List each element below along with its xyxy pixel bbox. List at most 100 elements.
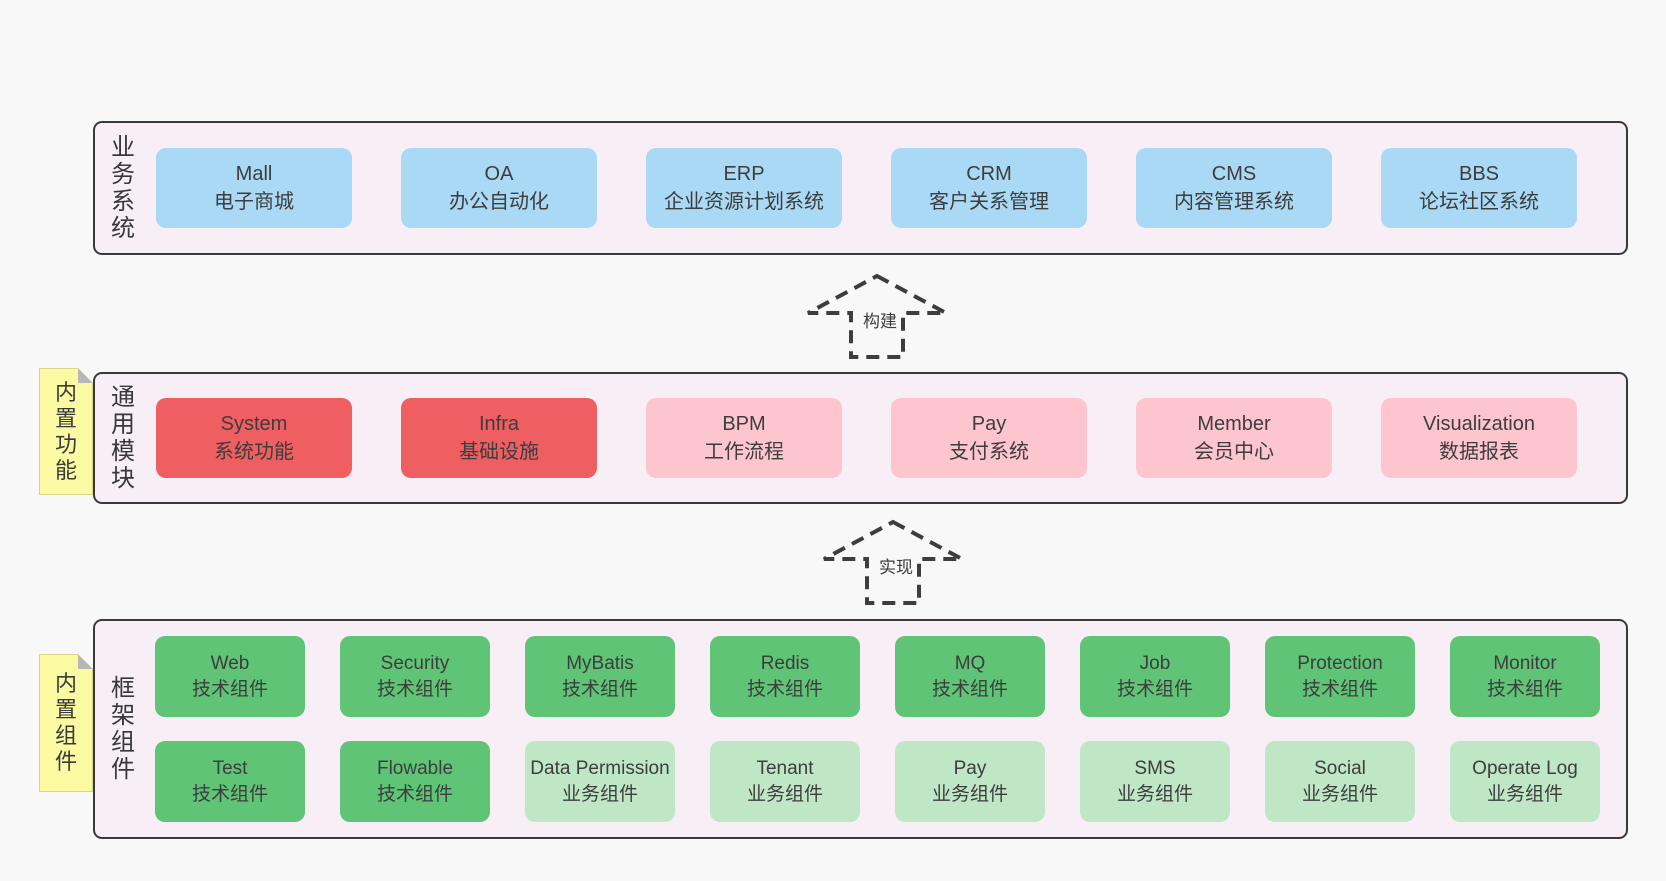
- band-boxes: System 系统功能 Infra 基础设施 BPM 工作流程 Pay 支付系统 Member 会…: [156, 374, 1626, 502]
- dashed-up-arrow-icon: [823, 519, 963, 605]
- module-subtitle: 业务组件: [561, 783, 638, 805]
- module-subtitle: 支付系统: [949, 441, 1029, 463]
- module-title: SMS: [1134, 757, 1176, 779]
- module-subtitle: 技术组件: [376, 783, 453, 805]
- module-subtitle: 客户关系管理: [929, 191, 1049, 213]
- arrow-implement-label: 实现: [876, 557, 916, 579]
- module-subtitle: 电子商城: [214, 191, 294, 213]
- module-title: OA: [484, 163, 514, 185]
- dashed-up-arrow-icon: [807, 273, 947, 359]
- module-subtitle: 技术组件: [931, 678, 1008, 700]
- module-title: Redis: [760, 652, 810, 674]
- module-title: Visualization: [1423, 413, 1535, 435]
- module-box-protection: Protection 技术组件: [1265, 636, 1415, 717]
- module-subtitle: 业务组件: [746, 783, 823, 805]
- module-box-infra: Infra 基础设施: [401, 398, 597, 478]
- module-subtitle: 论坛社区系统: [1419, 191, 1539, 213]
- module-box-oa: OA 办公自动化: [401, 148, 597, 228]
- module-box-monitor: Monitor 技术组件: [1450, 636, 1600, 717]
- module-title: Monitor: [1493, 652, 1557, 674]
- module-subtitle: 基础设施: [459, 441, 539, 463]
- module-box-visualization: Visualization 数据报表: [1381, 398, 1577, 478]
- module-subtitle: 业务组件: [931, 783, 1008, 805]
- module-box-web: Web 技术组件: [155, 636, 305, 717]
- module-subtitle: 办公自动化: [449, 191, 549, 213]
- module-box-sms: SMS 业务组件: [1080, 741, 1230, 822]
- module-box-mq: MQ 技术组件: [895, 636, 1045, 717]
- module-title: Protection: [1297, 652, 1383, 674]
- module-box-crm: CRM 客户关系管理: [891, 148, 1087, 228]
- module-subtitle: 系统功能: [214, 441, 294, 463]
- module-title: MQ: [954, 652, 986, 674]
- module-title: ERP: [723, 163, 765, 185]
- band-boxes: Mall 电子商城 OA 办公自动化 ERP 企业资源计划系统 CRM 客户关系管理 CMS 内容…: [156, 123, 1626, 253]
- module-subtitle: 技术组件: [561, 678, 638, 700]
- module-subtitle: 技术组件: [1116, 678, 1193, 700]
- module-title: Mall: [235, 163, 273, 185]
- sticky-note-text: 内置组件: [54, 671, 77, 774]
- arrow-implement: 实现: [816, 514, 976, 614]
- module-subtitle: 企业资源计划系统: [664, 191, 824, 213]
- module-box-cms: CMS 内容管理系统: [1136, 148, 1332, 228]
- module-title: BPM: [722, 413, 766, 435]
- band-label-common-modules: 通用模块: [111, 384, 135, 492]
- module-subtitle: 内容管理系统: [1174, 191, 1294, 213]
- module-title: BBS: [1458, 163, 1500, 185]
- module-title: MyBatis: [566, 652, 634, 674]
- module-title: Web: [210, 652, 250, 674]
- band-label-business-systems: 业务系统: [111, 134, 135, 242]
- module-subtitle: 业务组件: [1301, 783, 1378, 805]
- module-subtitle: 技术组件: [191, 783, 268, 805]
- module-box-member: Member 会员中心: [1136, 398, 1332, 478]
- module-title: Flowable: [376, 757, 454, 779]
- box-row: System 系统功能 Infra 基础设施 BPM 工作流程 Pay 支付系统 Member 会…: [156, 398, 1626, 478]
- arrow-build-label: 构建: [860, 311, 900, 333]
- folded-corner-icon: [78, 654, 93, 669]
- band-common-modules: 通用模块 System 系统功能 Infra 基础设施 BPM 工作流程 Pay 支付系统 Me…: [93, 372, 1628, 504]
- module-subtitle: 技术组件: [376, 678, 453, 700]
- module-box-mybatis: MyBatis 技术组件: [525, 636, 675, 717]
- band-label-framework-components: 框架组件: [111, 675, 135, 783]
- module-subtitle: 会员中心: [1194, 441, 1274, 463]
- module-subtitle: 技术组件: [746, 678, 823, 700]
- module-subtitle: 技术组件: [1486, 678, 1563, 700]
- module-subtitle: 业务组件: [1486, 783, 1563, 805]
- box-row: Mall 电子商城 OA 办公自动化 ERP 企业资源计划系统 CRM 客户关系管理 CMS 内容…: [156, 148, 1626, 228]
- module-box-job: Job 技术组件: [1080, 636, 1230, 717]
- module-title: Infra: [478, 413, 520, 435]
- band-business-systems: 业务系统 Mall 电子商城 OA 办公自动化 ERP 企业资源计划系统 CRM 客户关系管理…: [93, 121, 1628, 255]
- module-title: System: [220, 413, 288, 435]
- sticky-note-text: 内置功能: [54, 379, 77, 483]
- module-box-system: System 系统功能: [156, 398, 352, 478]
- module-subtitle: 数据报表: [1439, 441, 1519, 463]
- arrow-build: 构建: [800, 268, 960, 368]
- module-title: Test: [212, 757, 248, 779]
- folded-corner-icon: [78, 368, 93, 383]
- module-subtitle: 业务组件: [1116, 783, 1193, 805]
- module-title: Member: [1197, 413, 1271, 435]
- sticky-note-built-in-features: 内置功能: [39, 368, 93, 495]
- module-title: CRM: [966, 163, 1012, 185]
- module-title: Job: [1139, 652, 1171, 674]
- module-box-mall: Mall 电子商城: [156, 148, 352, 228]
- module-box-bpm: BPM 工作流程: [646, 398, 842, 478]
- sticky-note-built-in-components: 内置组件: [39, 654, 93, 792]
- module-subtitle: 技术组件: [191, 678, 268, 700]
- module-box-erp: ERP 企业资源计划系统: [646, 148, 842, 228]
- module-title: CMS: [1211, 163, 1257, 185]
- module-box-flowable: Flowable 技术组件: [340, 741, 490, 822]
- module-subtitle: 工作流程: [704, 441, 784, 463]
- module-box-bbs: BBS 论坛社区系统: [1381, 148, 1577, 228]
- module-title: Pay: [971, 413, 1007, 435]
- module-subtitle: 技术组件: [1301, 678, 1378, 700]
